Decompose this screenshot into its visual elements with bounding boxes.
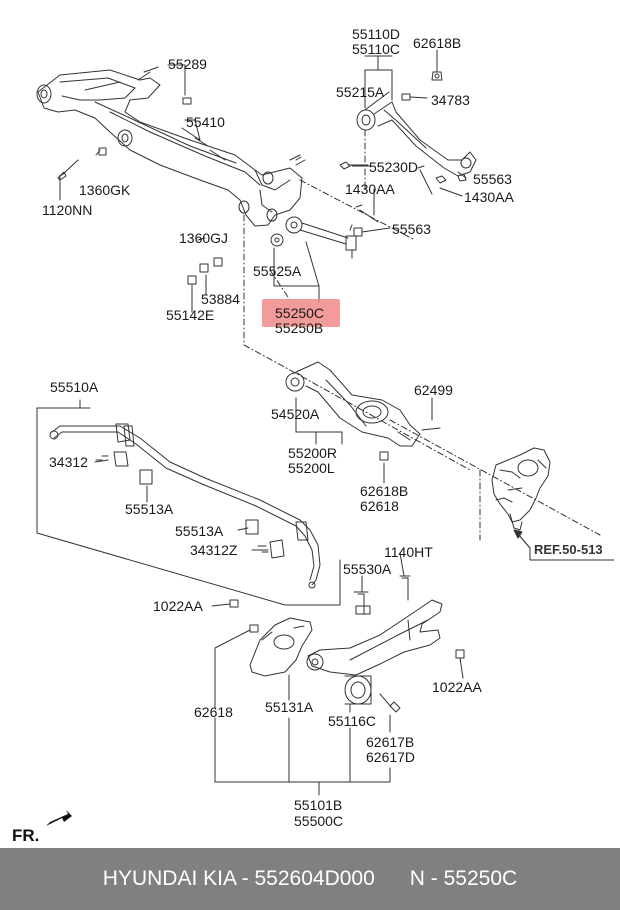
footer-bar: HYUNDAI KIA - 552604D000 N - 55250C <box>0 848 620 910</box>
part-label[interactable]: 62618 <box>194 704 233 720</box>
part-label[interactable]: 62618B <box>413 35 462 51</box>
part-label[interactable]: 55563 <box>473 171 512 187</box>
part-label[interactable]: 55513A <box>175 523 224 539</box>
part-label[interactable]: 62618 <box>360 498 399 514</box>
ref-label[interactable]: REF.50-513 <box>534 542 603 557</box>
dashed-lines <box>243 129 601 541</box>
part-label[interactable]: 62617D <box>366 749 416 765</box>
part-label[interactable]: 34312 <box>49 454 88 470</box>
part-label[interactable]: 55525A <box>253 263 302 279</box>
trailing-arm <box>285 361 441 461</box>
part-label[interactable]: 55500C <box>294 813 344 829</box>
part-label[interactable]: 1430AA <box>345 181 395 197</box>
part-label[interactable]: 62618B <box>360 483 409 499</box>
subframe <box>36 69 306 227</box>
bracket <box>249 617 313 677</box>
ref-underline <box>46 548 614 826</box>
part-label[interactable]: 55530A <box>343 561 392 577</box>
front-direction-label: FR. <box>12 826 40 845</box>
part-label[interactable]: 34783 <box>431 92 470 108</box>
stabilizer-bar <box>49 423 321 589</box>
footer-spacer <box>375 867 410 891</box>
footer-part-number: HYUNDAI KIA - 552604D000 <box>102 867 375 890</box>
part-label[interactable]: 62617B <box>366 734 415 750</box>
knuckle <box>491 447 551 531</box>
part-label[interactable]: 55101B <box>294 797 343 813</box>
leader-lines <box>59 49 467 796</box>
stabilizer-link <box>270 216 357 259</box>
part-label[interactable]: 1360GJ <box>179 230 229 246</box>
part-label[interactable]: 1430AA <box>464 189 514 205</box>
part-label[interactable]: 1022AA <box>432 679 482 695</box>
part-label[interactable]: 55142E <box>166 307 215 323</box>
part-label[interactable]: 55410 <box>186 114 225 130</box>
part-label[interactable]: 1140HT <box>384 544 433 560</box>
part-label[interactable]: 55230D <box>369 159 419 175</box>
diagram-drawing <box>36 49 601 796</box>
part-label[interactable]: 55215A <box>336 84 385 100</box>
part-label[interactable]: 62499 <box>414 382 453 398</box>
part-label[interactable]: 55200R <box>288 445 338 461</box>
part-label[interactable]: 55110D <box>352 26 401 42</box>
lower-bolts <box>229 575 465 713</box>
part-label[interactable]: 55200L <box>288 460 335 476</box>
part-label[interactable]: 55116C <box>328 713 377 729</box>
upper-arm <box>356 71 477 177</box>
part-label[interactable]: 55513A <box>125 501 174 517</box>
part-label[interactable]: 54520A <box>271 406 320 422</box>
part-label[interactable]: 53884 <box>201 291 240 307</box>
footer-code: N - 55250C <box>409 867 518 890</box>
part-label-highlighted[interactable]: 55250C <box>275 305 325 321</box>
part-label[interactable]: 55563 <box>392 221 431 237</box>
part-label[interactable]: 55510A <box>50 379 99 395</box>
part-label[interactable]: 34312Z <box>190 542 238 558</box>
highlight-55250C <box>262 299 340 327</box>
part-label[interactable]: 55131A <box>265 699 314 715</box>
part-label[interactable]: 55110C <box>352 41 401 57</box>
part-label[interactable]: 55289 <box>168 56 207 72</box>
part-label[interactable]: 1120NN <box>42 202 93 218</box>
stabilizer-box <box>36 399 341 606</box>
front-arrow-icon <box>46 810 72 826</box>
bolts <box>57 66 467 285</box>
part-label[interactable]: 55250B <box>275 320 324 336</box>
lower-arm <box>306 599 443 705</box>
part-label[interactable]: 1360GK <box>79 182 131 198</box>
part-label[interactable]: 1022AA <box>153 598 203 614</box>
